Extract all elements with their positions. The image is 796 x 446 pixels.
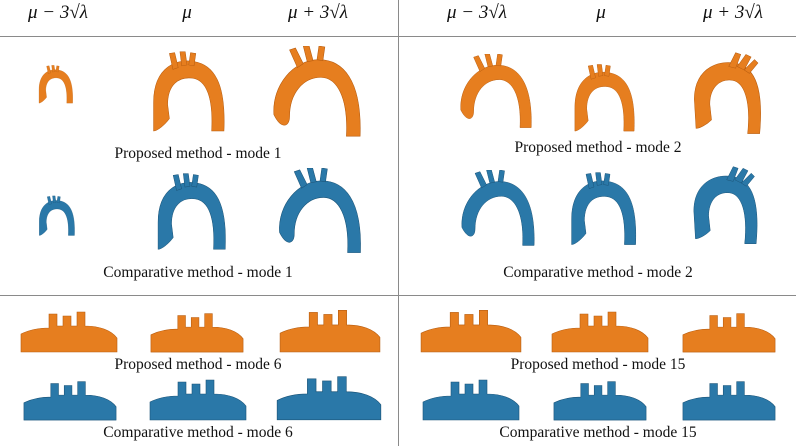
shape-br-prop-3 — [682, 313, 776, 353]
shape-br-comp-2 — [553, 381, 647, 421]
header-left-minus: μ − 3√λ — [27, 2, 89, 23]
header-left-mean: μ — [182, 2, 192, 23]
shape-tl-comp-minus — [38, 195, 76, 236]
shape-bl-prop-3 — [279, 309, 381, 353]
shape-br-prop-2 — [551, 311, 649, 353]
shape-tr-prop-minus — [460, 54, 532, 129]
header-right-mean: μ — [596, 2, 606, 23]
shape-tr-comp-mean — [571, 172, 637, 246]
shape-br-prop-1 — [420, 309, 522, 353]
caption-br-comparative: Comparative method - mode 15 — [499, 424, 697, 441]
caption-tl-comparative: Comparative method - mode 1 — [103, 264, 293, 281]
shape-bl-comp-2 — [149, 379, 247, 421]
shape-bl-comp-3 — [276, 376, 382, 421]
header-right-minus: μ − 3√λ — [446, 2, 508, 23]
shape-bl-comp-1 — [23, 381, 117, 421]
header-left-plus: μ + 3√λ — [287, 2, 349, 23]
caption-tr-comparative: Comparative method - mode 2 — [503, 264, 693, 281]
caption-br-proposed: Proposed method - mode 15 — [510, 356, 686, 373]
shape-tr-prop-mean — [574, 64, 635, 132]
shape-tl-prop-mean — [153, 51, 225, 132]
header-right-plus: μ + 3√λ — [702, 2, 764, 23]
shape-tl-comp-plus — [278, 168, 362, 254]
caption-bl-comparative: Comparative method - mode 6 — [103, 424, 293, 441]
caption-tl-proposed: Proposed method - mode 1 — [114, 145, 282, 162]
shape-tl-comp-mean — [157, 173, 226, 250]
shape-tl-prop-minus — [38, 64, 74, 104]
shape-bl-prop-1 — [20, 311, 118, 353]
shape-bl-prop-2 — [150, 313, 244, 353]
shape-tr-comp-plus — [693, 166, 758, 245]
shape-tl-prop-plus — [273, 46, 361, 137]
divider-vertical — [398, 0, 399, 446]
caption-tr-proposed: Proposed method - mode 2 — [514, 139, 682, 156]
shape-br-comp-3 — [682, 381, 776, 421]
shape-tr-prop-plus — [693, 52, 762, 135]
caption-bl-proposed: Proposed method - mode 6 — [114, 356, 282, 373]
shape-tr-comp-minus — [461, 170, 535, 246]
shape-br-comp-1 — [422, 379, 520, 421]
